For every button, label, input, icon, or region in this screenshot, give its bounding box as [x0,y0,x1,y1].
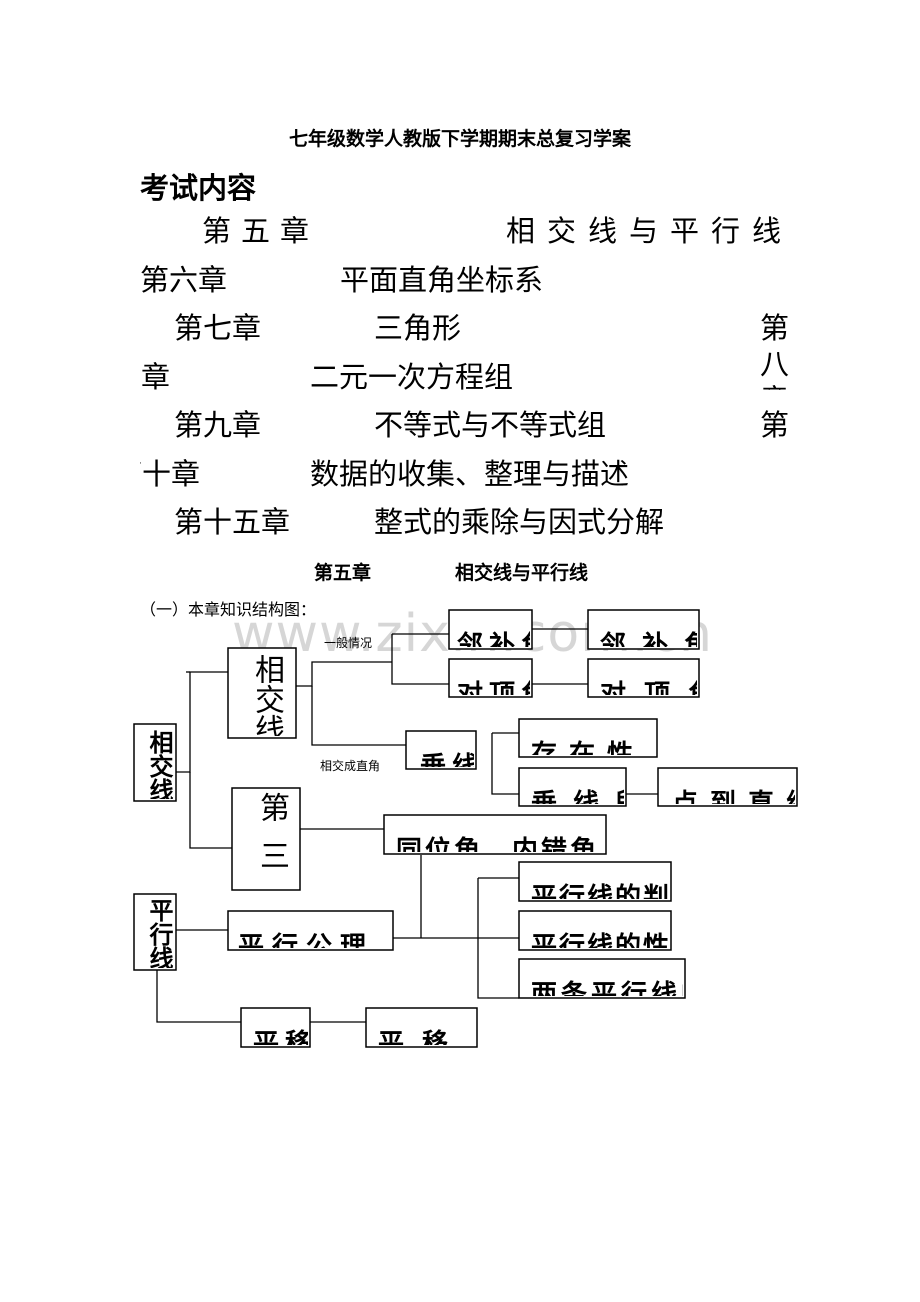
box-opposite-text: 对顶角 [457,680,530,695]
box-intersecting-lines-root: 相交线 [136,726,174,799]
box-intersecting-lines-root-text: 相交线 [145,730,173,799]
box-translation-short: 平移 [243,1010,308,1045]
box-adjacent-supplementary: 邻补角 [590,612,697,647]
box-vertical-angles: 对顶角 [590,661,697,695]
box-adjacent-text: 邻补角 [457,631,530,647]
box-corresponding-angles-text: 同位角、内错角 [396,836,600,852]
box-point-line-distance-text: 点到直线的距离 [672,789,795,804]
box-perpendicular-segment-text: 垂线段 [531,789,624,804]
box-parallel-properties: 平行线的性质 [521,913,669,948]
chapter-9-number: 第九章 [174,408,262,442]
document-title: 七年级数学人教版下学期期末总复习学案 [288,128,631,150]
chapter-9-name: 不等式与不等式组 [374,408,607,442]
structure-diagram-intro: （一）本章知识结构图： [140,600,317,619]
box-adjacent: 邻补角 [451,612,530,647]
box-parallel-distance: 两条平行线的距离 [521,961,683,996]
box-vertical-angles-text: 对顶角 [600,680,697,695]
chapter-15-name: 整式的乘除与因式分解 [374,505,665,539]
box-parallel-criteria-text: 平行线的判定 [531,883,669,899]
box-parallel-axiom-text: 平行公理 [238,932,375,948]
box-parallel-distance-text: 两条平行线的距离 [531,980,683,996]
chapter-10-name: 数据的收集、整理与描述 [310,457,630,491]
section-title: 相交线与平行线 [455,562,589,584]
chapter-7-name: 三角形 [374,311,462,345]
chapter-10-number-head: 第十章 [760,408,790,442]
box-parallel-lines-root-text: 平行线 [145,898,173,968]
box-parallel-lines-root: 平行线 [136,896,174,968]
exam-content-heading: 考试内容 [140,171,257,205]
chapter-15-number: 第十五章 [174,505,291,539]
box-point-line-distance: 点到直线的距离 [660,770,795,804]
box-translation-short-text: 平移 [253,1029,308,1045]
chapter-5-number: 第五章 [202,214,320,248]
box-adjacent-supplementary-text: 邻补角 [600,631,697,647]
box-perpendicular-segment: 垂线段 [521,770,624,804]
chapter-6-name: 平面直角坐标系 [340,263,544,297]
box-parallel-criteria: 平行线的判定 [521,864,669,899]
box-opposite: 对顶角 [451,661,530,695]
chapter-8-number-tail: 章 [140,360,170,394]
box-perpendicular-text: 垂线 [420,752,474,767]
section-chapter: 第五章 [314,562,372,584]
box-existence-text: 存在性 [531,740,646,755]
box-existence: 存在性 [521,721,655,755]
box-corresponding-angles: 同位角、内错角 [386,817,604,852]
label-perpendicular-case: 相交成直角 [320,759,381,773]
box-translation-text: 平移 [378,1029,467,1045]
chapter-8-wrapper: 第八章 [140,310,790,390]
label-general-case: 一般情况 [324,636,373,650]
box-third-line: 第三条直线截两直线 [234,790,298,888]
box-third-line-text: 第三条直线截两直线 [249,792,293,888]
box-translation: 平移 [368,1010,475,1045]
box-intersecting-lines: 相交线 [230,650,294,736]
box-parallel-properties-text: 平行线的性质 [531,932,669,948]
chapter-7-number: 第七章 [174,311,262,345]
chapter-6-number: 第六章 [140,263,228,297]
chapter-5-name: 相交线与平行线 [506,214,794,248]
chapter-8-name: 二元一次方程组 [310,360,514,394]
box-perpendicular: 垂线 [408,733,474,767]
chapter-8-number: 第八章 [760,311,790,390]
box-parallel-axiom: 平行公理 [230,913,391,948]
chapter-10-number-tail: 第十章 [140,457,200,491]
box-intersecting-lines-text: 相交线 [249,654,284,736]
